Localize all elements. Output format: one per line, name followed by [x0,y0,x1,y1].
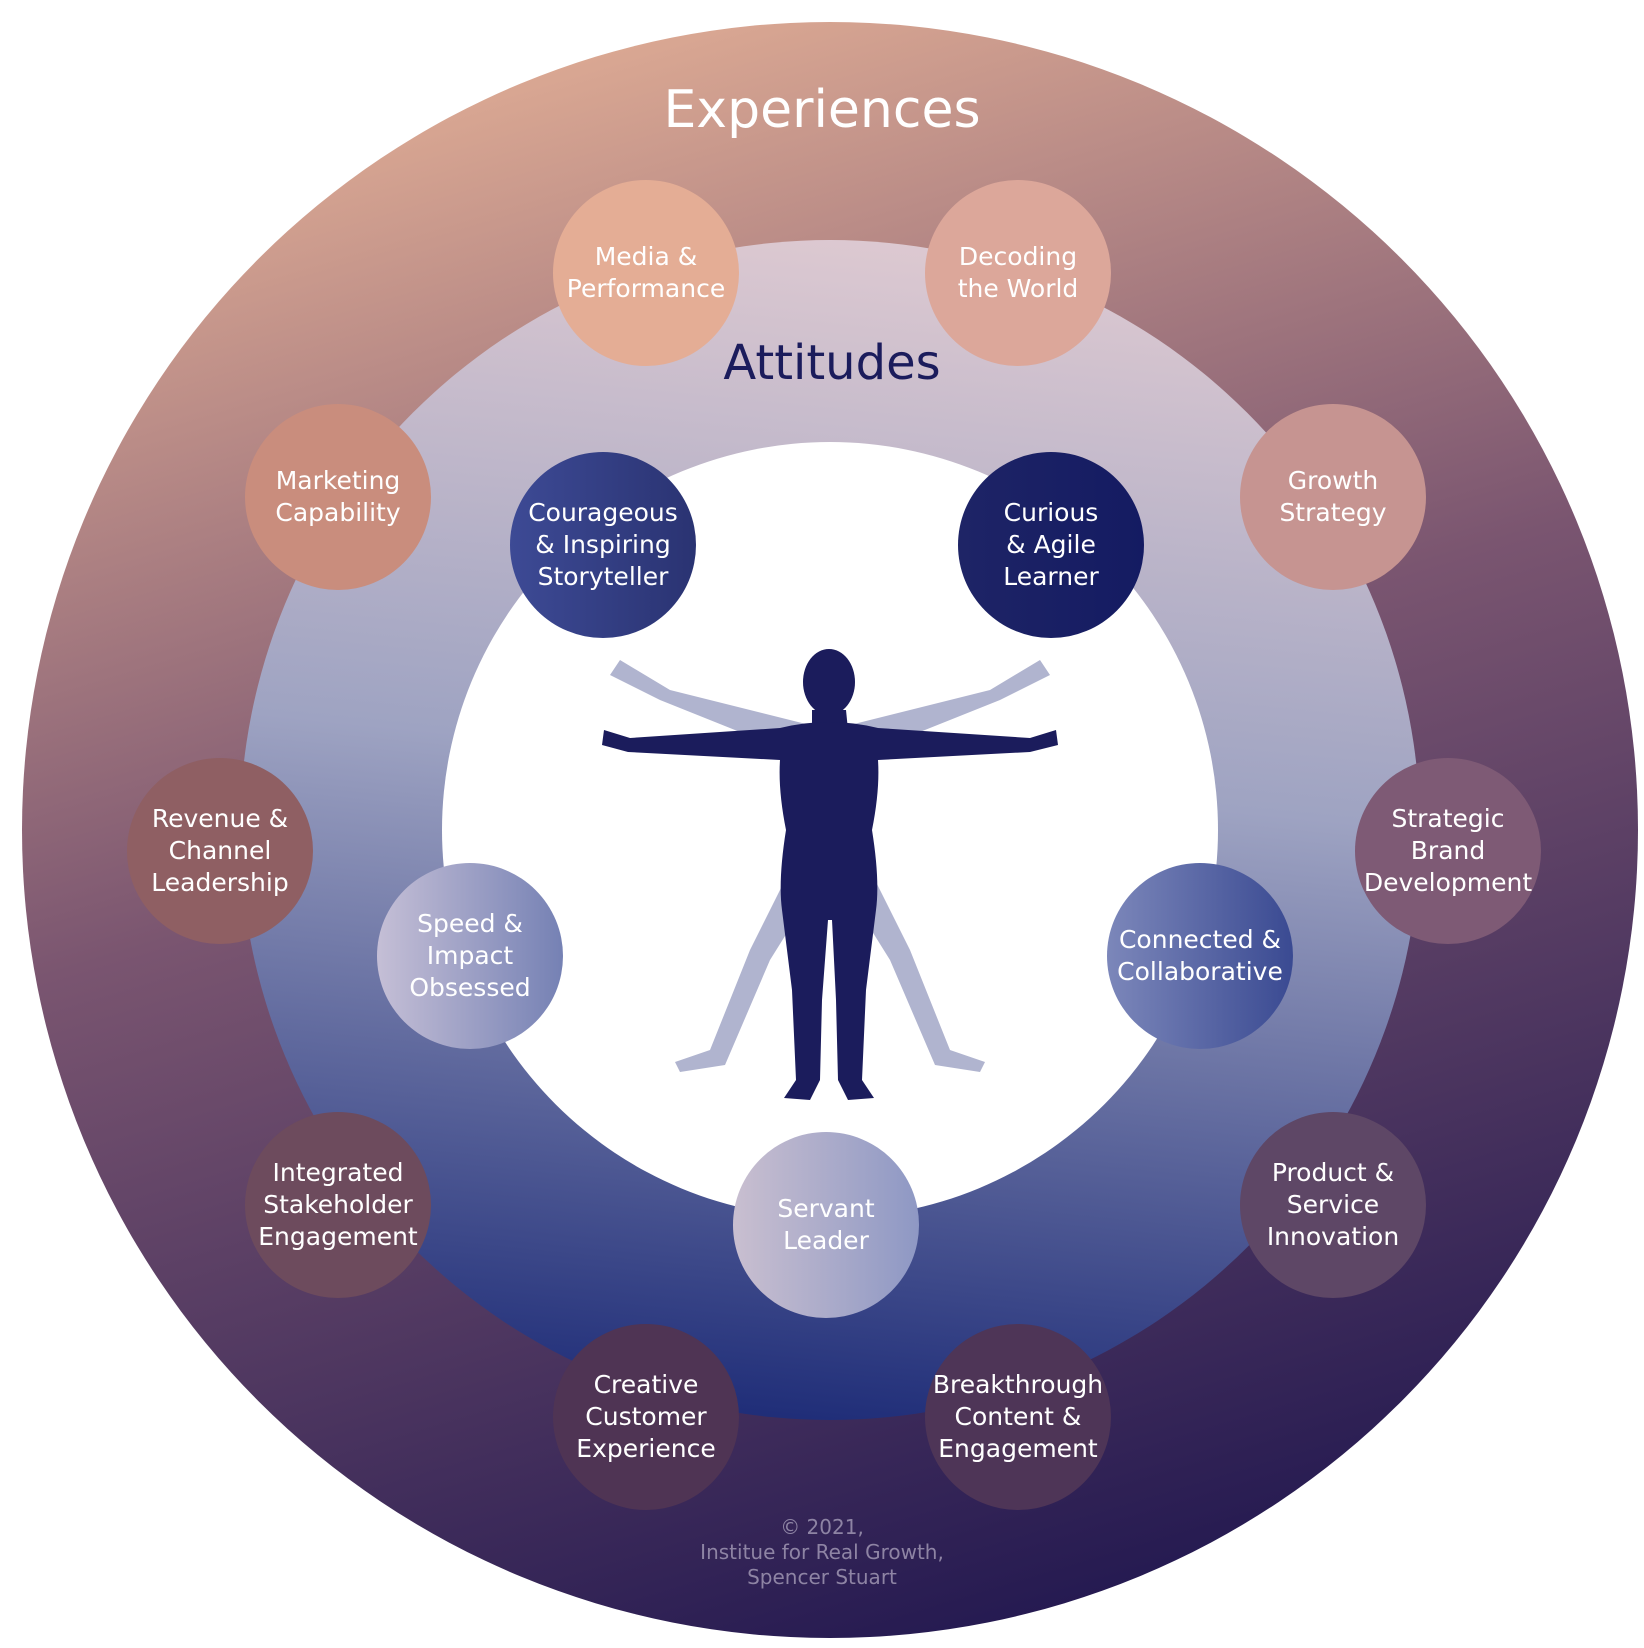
attitude-circle-courageous-inspiring-storyteller [510,452,696,638]
attitude-circle-curious-agile-learner [958,452,1144,638]
experience-circle-strategic-brand-development [1355,758,1541,944]
experience-circle-creative-customer-experience [553,1324,739,1510]
experience-circle-decoding-the-world [925,180,1111,366]
experience-label-decoding-the-world: Decoding the World [957,242,1079,303]
experience-circle-growth-strategy [1240,404,1426,590]
experience-circle-marketing-capability [245,404,431,590]
attitude-circle-connected-collaborative [1107,863,1293,1049]
experiences-heading: Experiences [663,80,981,140]
experience-label-strategic-brand-development: Strategic Brand Development [1363,804,1533,897]
experience-label-marketing-capability: Marketing Capability [275,466,401,527]
experience-circle-revenue-channel-leadership [127,758,313,944]
attitude-circle-speed-impact-obsessed [377,863,563,1049]
experience-label-media-performance: Media & Performance [566,242,726,303]
experience-label-growth-strategy: Growth Strategy [1279,466,1387,527]
experience-label-product-service-innovation: Product & Service Innovation [1266,1158,1400,1251]
experience-circles [127,180,1541,1510]
attitude-label-connected-collaborative: Connected & Collaborative [1117,925,1283,986]
experience-circle-integrated-stakeholder-engagement [245,1112,431,1298]
experience-circle-media-performance [553,180,739,366]
experience-label-revenue-channel-leadership: Revenue & Channel Leadership [151,804,289,897]
experience-circle-breakthrough-content-engagement [925,1324,1111,1510]
attitude-label-curious-agile-learner: Curious & Agile Learner [1003,498,1099,591]
attitude-label-courageous-inspiring-storyteller: Courageous & Inspiring Storyteller [528,498,678,591]
attitude-circle-servant-leader [733,1132,919,1318]
experience-circle-product-service-innovation [1240,1112,1426,1298]
experience-label-integrated-stakeholder-engagement: Integrated Stakeholder Engagement [258,1158,418,1251]
human-figure [602,649,1058,1100]
attitude-circles [377,452,1293,1318]
attitude-label-speed-impact-obsessed: Speed & Impact Obsessed [409,909,531,1002]
attitude-label-servant-leader: Servant Leader [777,1194,875,1255]
experience-label-creative-customer-experience: Creative Customer Experience [576,1370,716,1463]
experience-label-breakthrough-content-engagement: Breakthrough Content & Engagement [932,1370,1104,1463]
attitudes-heading: Attitudes [723,335,941,391]
copyright-credit: © 2021, Institue for Real Growth, Spence… [700,1515,944,1589]
